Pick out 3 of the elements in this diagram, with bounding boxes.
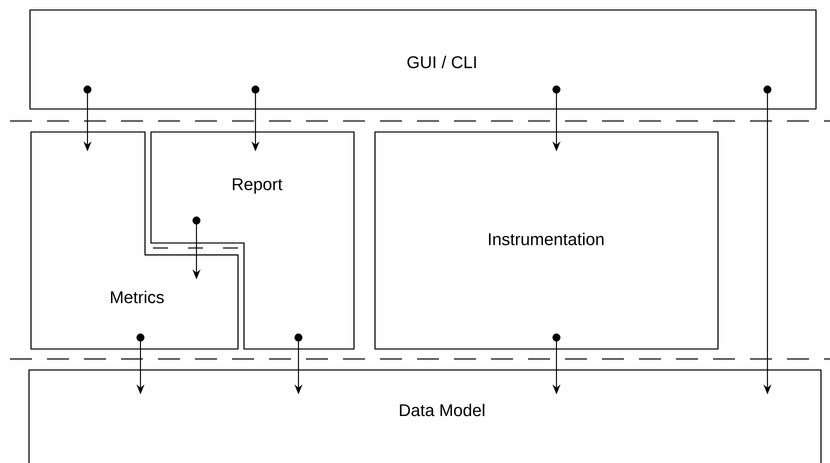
- component-box: Instrumentation: [374, 131, 719, 350]
- data-model-box: Data Model: [28, 369, 822, 463]
- gui-box: GUI / CLI: [29, 9, 817, 110]
